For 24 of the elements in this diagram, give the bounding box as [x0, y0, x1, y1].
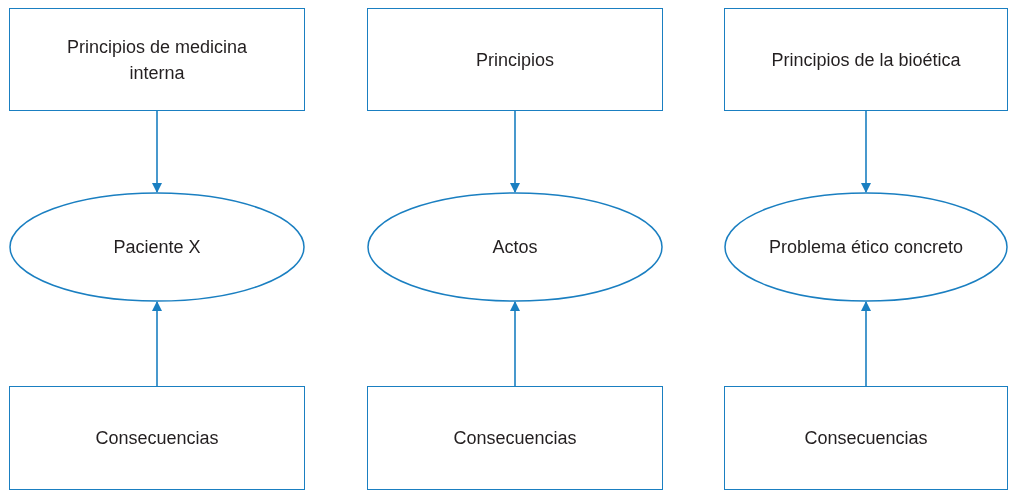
arrow: [861, 110, 871, 193]
node-label: Actos: [492, 236, 538, 259]
ellipse-node: [724, 192, 1008, 302]
ellipse-node: [367, 192, 663, 302]
arrow: [152, 110, 162, 193]
process-box: [367, 386, 663, 490]
process-box: [724, 386, 1008, 490]
arrow: [510, 301, 520, 387]
arrow: [510, 110, 520, 193]
node-label: Principios de la bioética: [771, 48, 961, 72]
node-label: Consecuencias: [95, 427, 219, 450]
process-box: [724, 8, 1008, 111]
process-box: [9, 8, 305, 111]
node-label: Principios de medicina interna: [65, 35, 249, 85]
node-label: Paciente X: [113, 236, 201, 259]
arrow: [152, 301, 162, 387]
node-label: Principios: [476, 48, 554, 72]
node-label: Problema ético concreto: [768, 236, 964, 259]
node-label: Consecuencias: [453, 427, 577, 450]
process-box: [9, 386, 305, 490]
ellipse-node: [9, 192, 305, 302]
node-label: Consecuencias: [804, 427, 928, 450]
arrow: [861, 301, 871, 387]
process-box: [367, 8, 663, 111]
